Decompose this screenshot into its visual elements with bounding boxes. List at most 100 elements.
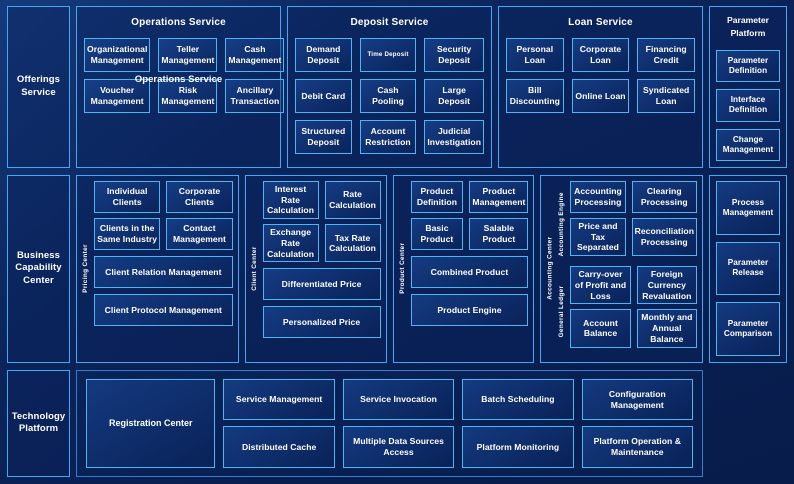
group-label-client-center: Client Center <box>250 246 258 291</box>
cell-exchange-rate-calculation[interactable]: Exchange Rate Calculation <box>262 224 319 263</box>
cell-accounting-processing[interactable]: Accounting Processing <box>570 180 626 213</box>
cell-rate-calculation[interactable]: Rate Calculation <box>324 180 381 220</box>
technology-platform-panel[interactable]: Registration Center Service Management D… <box>76 369 703 477</box>
row-label-business-capability-center: Business Capability Center <box>7 174 70 363</box>
cell-product-definition[interactable]: Product Definition <box>410 180 464 213</box>
cell-tax-rate-calculation[interactable]: Tax Rate Calculation <box>324 224 381 263</box>
cell-personal-loan[interactable]: Personal Loan <box>506 38 564 72</box>
cell-reconciliation-processing[interactable]: Reconciliation Processing <box>631 217 697 257</box>
cell-time-deposit[interactable]: Time Deposit <box>359 38 417 72</box>
business-capability-groups: Pricing Center Individual Clients Corpor… <box>76 174 703 363</box>
cell-client-relation-management[interactable]: Client Relation Management <box>94 255 233 288</box>
cell-interface-definition[interactable]: Interface Definition <box>716 89 780 122</box>
parameter-platform-bottom[interactable]: Process Management Parameter Release Par… <box>709 174 787 363</box>
cell-voucher-management[interactable]: Voucher Management <box>84 79 151 113</box>
cell-price-and-tax-separated[interactable]: Price and Tax Separated <box>570 217 626 257</box>
cell-cash-management[interactable]: Cash Management <box>225 38 285 72</box>
accounting-engine-cells: Accounting Processing Clearing Processin… <box>570 180 697 257</box>
tech-column-1: Service Management Distributed Cache <box>223 378 335 469</box>
accounting-sub-labels: Accounting Engine General Ledger <box>556 181 567 356</box>
cell-cash-pooling[interactable]: Cash Pooling <box>359 79 417 113</box>
cell-demand-deposit[interactable]: Demand Deposit <box>295 38 352 72</box>
cell-batch-scheduling[interactable]: Batch Scheduling <box>462 378 574 421</box>
tech-column-4: Configuration Management Platform Operat… <box>581 378 693 469</box>
client-center-body: Interest Rate Calculation Rate Calculati… <box>260 180 381 356</box>
cell-client-protocol-management[interactable]: Client Protocol Management <box>94 293 233 326</box>
cell-foreign-currency-revaluation[interactable]: Foreign Currency Revaluation <box>636 266 697 305</box>
group-pricing-center[interactable]: Pricing Center Individual Clients Corpor… <box>76 174 239 363</box>
panel-deposit-service[interactable]: Deposit Service Demand Deposit Time Depo… <box>287 6 492 168</box>
cell-online-loan[interactable]: Online Loan <box>571 79 630 113</box>
group-label-accounting-center: Accounting Center <box>546 236 554 300</box>
parameter-platform-column: Parameter Platform Parameter Definition … <box>709 6 787 477</box>
cell-ancillary-transaction[interactable]: Ancillary Transaction <box>225 79 285 113</box>
cell-corporate-clients[interactable]: Corporate Clients <box>166 180 233 213</box>
offerings-panels: Operations Service Organizational Manage… <box>76 6 703 168</box>
cell-interest-rate-calculation[interactable]: Interest Rate Calculation <box>262 180 319 220</box>
cell-combined-product[interactable]: Combined Product <box>410 255 529 288</box>
cell-platform-monitoring[interactable]: Platform Monitoring <box>462 426 574 469</box>
cell-account-balance[interactable]: Account Balance <box>570 309 631 348</box>
cell-basic-product[interactable]: Basic Product <box>410 217 464 250</box>
cell-bill-discounting[interactable]: Bill Discounting <box>506 79 564 113</box>
cell-organizational-management[interactable]: Organizational Management <box>84 38 151 72</box>
cell-product-engine[interactable]: Product Engine <box>410 293 529 326</box>
group-product-center[interactable]: Product Center Product Definition Produc… <box>392 174 535 363</box>
panel-title-operations-service: Operations Service <box>131 17 226 28</box>
group-accounting-center[interactable]: Accounting Center Accounting Engine Gene… <box>540 174 703 363</box>
cell-corporate-loan[interactable]: Corporate Loan <box>571 38 630 72</box>
cell-service-invocation[interactable]: Service Invocation <box>342 378 455 421</box>
cell-teller-management[interactable]: Teller Management <box>158 38 218 72</box>
cell-carry-over-of-profit-and-loss[interactable]: Carry-over of Profit and Loss <box>570 266 631 305</box>
cell-large-deposit[interactable]: Large Deposit <box>424 79 484 113</box>
cell-clients-in-the-same-industry[interactable]: Clients in the Same Industry <box>94 217 161 250</box>
pricing-center-pairs: Individual Clients Corporate Clients Cli… <box>94 180 233 250</box>
panel-title-deposit-service: Deposit Service <box>350 17 429 28</box>
cell-contact-management[interactable]: Contact Management <box>166 217 233 250</box>
panel-loan-service[interactable]: Loan Service Personal Loan Corporate Loa… <box>498 6 703 168</box>
row-technology-platform: Technology Platform Registration Center … <box>7 369 703 477</box>
cell-debit-card[interactable]: Debit Card <box>295 79 352 113</box>
cell-structured-deposit[interactable]: Structured Deposit <box>295 120 352 154</box>
group-label-pricing-center: Pricing Center <box>82 244 89 293</box>
cell-individual-clients[interactable]: Individual Clients <box>94 180 161 213</box>
cell-account-restriction[interactable]: Account Restriction <box>359 120 417 154</box>
cell-financing-credit[interactable]: Financing Credit <box>637 38 695 72</box>
cell-platform-operation-and-maintenance[interactable]: Platform Operation & Maintenance <box>581 426 693 469</box>
cell-distributed-cache[interactable]: Distributed Cache <box>223 426 335 469</box>
tech-column-3: Batch Scheduling Platform Monitoring <box>462 378 574 469</box>
group-sublabel-general-ledger: General Ledger <box>558 286 566 338</box>
general-ledger-grid: Carry-over of Profit and Loss Foreign Cu… <box>570 266 697 348</box>
cell-parameter-definition[interactable]: Parameter Definition <box>716 49 780 83</box>
pricing-center-body: Individual Clients Corporate Clients Cli… <box>91 180 233 356</box>
loan-service-grid: Personal Loan Corporate Loan Financing C… <box>506 38 695 159</box>
parameter-platform-top[interactable]: Parameter Platform Parameter Definition … <box>709 6 787 168</box>
diagram-layout: Offerings Service Operations Service Org… <box>7 6 787 477</box>
cell-clearing-processing[interactable]: Clearing Processing <box>631 180 697 213</box>
cell-security-deposit[interactable]: Security Deposit <box>424 38 484 72</box>
row-label-technology-platform: Technology Platform <box>7 369 70 477</box>
cell-registration-center[interactable]: Registration Center <box>86 378 216 468</box>
cell-change-management[interactable]: Change Management <box>716 128 780 161</box>
cell-configuration-management[interactable]: Configuration Management <box>581 378 693 421</box>
cell-syndicated-loan[interactable]: Syndicated Loan <box>637 79 695 113</box>
cell-differentiated-price[interactable]: Differentiated Price <box>262 268 381 301</box>
panel-operations-service[interactable]: Operations Service Organizational Manage… <box>76 6 285 168</box>
cell-judicial-investigation[interactable]: Judicial Investigation <box>424 120 484 154</box>
group-client-center[interactable]: Client Center Interest Rate Calculation … <box>244 174 387 363</box>
operations-service-grid: Organizational Management Teller Managem… <box>84 38 285 159</box>
cell-personalized-price[interactable]: Personalized Price <box>262 306 381 339</box>
group-sublabel-accounting-engine: Accounting Engine <box>558 192 566 257</box>
product-center-pairs: Product Definition Product Management Ba… <box>410 180 529 250</box>
cell-monthly-and-annual-balance[interactable]: Monthly and Annual Balance <box>636 309 697 348</box>
cell-service-management[interactable]: Service Management <box>223 378 335 421</box>
tech-column-2: Service Invocation Multiple Data Sources… <box>342 378 455 469</box>
cell-multiple-data-sources-access[interactable]: Multiple Data Sources Access <box>342 426 455 469</box>
cell-parameter-comparison[interactable]: Parameter Comparison <box>716 302 780 356</box>
cell-process-management[interactable]: Process Management <box>716 180 780 235</box>
cell-salable-product[interactable]: Salable Product <box>469 217 529 250</box>
cell-risk-management[interactable]: Risk Management <box>158 79 218 113</box>
cell-product-management[interactable]: Product Management <box>469 180 529 213</box>
cell-parameter-release[interactable]: Parameter Release <box>716 241 780 296</box>
